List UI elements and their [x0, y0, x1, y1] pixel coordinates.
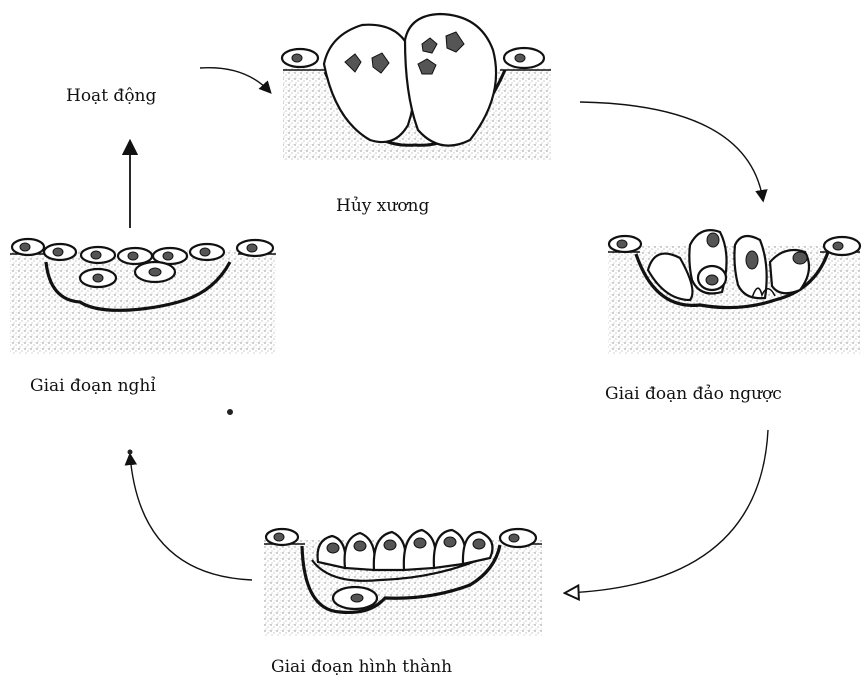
label-resorption: Hủy xương: [336, 196, 430, 216]
label-formation: Giai đoạn hình thành: [271, 657, 452, 677]
arrow-activation-to-resorption: [200, 68, 270, 92]
formation-panel: [264, 529, 542, 636]
label-reversal: Giai đoạn đảo ngược: [605, 384, 782, 404]
label-activation: Hoạt động: [66, 86, 156, 106]
osteoblast-row: [318, 530, 493, 570]
resting-panel: [10, 239, 276, 354]
arrow-formation-to-resting: [130, 455, 252, 580]
reversal-panel: [608, 230, 860, 354]
arrow-resorption-to-reversal: [580, 102, 763, 200]
resorption-panel: [282, 14, 551, 160]
label-resting: Giai đoạn nghỉ: [30, 376, 156, 396]
arrow-reversal-to-formation: [566, 430, 768, 593]
